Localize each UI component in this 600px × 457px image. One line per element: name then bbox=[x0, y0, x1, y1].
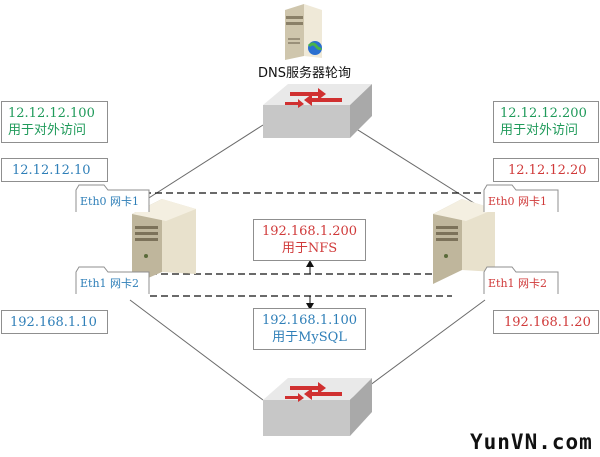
arrow-head-nfs bbox=[306, 260, 314, 267]
public-vip-right-note: 用于对外访问 bbox=[500, 123, 579, 138]
nfs-vip-box: 192.168.1.200 用于NFS bbox=[253, 219, 366, 261]
left-eth1-ip-box: 192.168.1.10 bbox=[1, 310, 108, 334]
right-eth0-ip-box: 12.12.12.20 bbox=[493, 158, 599, 182]
left-eth0-ip: 12.12.12.10 bbox=[12, 163, 91, 178]
left-eth1-tab-shape bbox=[75, 266, 150, 294]
right-eth0-ip: 12.12.12.20 bbox=[508, 163, 587, 178]
bottom-switch-icon bbox=[263, 378, 372, 436]
left-eth1-ip: 192.168.1.10 bbox=[10, 315, 97, 330]
public-vip-left-note: 用于对外访问 bbox=[8, 123, 87, 138]
link-left-server-to-bottom-switch bbox=[129, 299, 264, 401]
right-server-icon bbox=[433, 199, 495, 284]
top-switch-icon bbox=[263, 84, 372, 138]
dns-server-icon bbox=[285, 4, 323, 60]
link-top-switch-to-right-server bbox=[349, 124, 486, 211]
public-vip-right-box: 12.12.12.200 用于对外访问 bbox=[493, 101, 599, 143]
left-eth0-label: Eth0 网卡1 bbox=[80, 195, 140, 208]
watermark: YunVN.com bbox=[470, 430, 593, 454]
public-vip-left-ip: 12.12.12.100 bbox=[8, 106, 95, 121]
right-eth0-tab-shape bbox=[483, 184, 559, 212]
right-eth1-tab-shape bbox=[483, 266, 559, 294]
left-eth0-tab-shape bbox=[75, 184, 150, 212]
public-vip-right-ip: 12.12.12.200 bbox=[500, 106, 587, 121]
mysql-vip-box: 192.168.1.100 用于MySQL bbox=[253, 308, 366, 350]
mysql-vip-ip: 192.168.1.100 bbox=[261, 313, 358, 328]
public-vip-left-box: 12.12.12.100 用于对外访问 bbox=[1, 101, 108, 143]
right-eth1-label: Eth1 网卡2 bbox=[488, 277, 548, 290]
right-eth1-ip-box: 192.168.1.20 bbox=[493, 310, 599, 334]
dns-caption: DNS服务器轮询 bbox=[258, 66, 351, 81]
left-server-icon bbox=[132, 199, 196, 285]
nfs-vip-note: 用于NFS bbox=[281, 241, 338, 256]
arrow-head-mysql bbox=[306, 303, 314, 310]
right-eth1-ip: 192.168.1.20 bbox=[504, 315, 591, 330]
link-right-server-to-bottom-switch bbox=[349, 299, 486, 401]
left-eth1-label: Eth1 网卡2 bbox=[80, 277, 140, 290]
left-eth0-ip-box: 12.12.12.10 bbox=[1, 158, 108, 182]
nfs-vip-ip: 192.168.1.200 bbox=[261, 224, 358, 239]
link-top-switch-to-left-server bbox=[129, 124, 264, 211]
mysql-vip-note: 用于MySQL bbox=[272, 330, 347, 345]
right-eth0-label: Eth0 网卡1 bbox=[488, 195, 548, 208]
